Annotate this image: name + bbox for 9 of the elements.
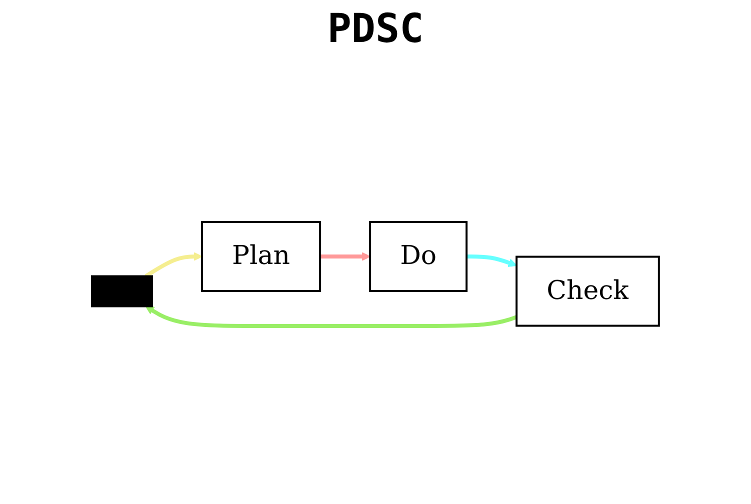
node-box: Do bbox=[369, 221, 468, 292]
arrow bbox=[145, 306, 518, 328]
arrow bbox=[144, 252, 202, 278]
diagram-title: PDSC bbox=[326, 6, 425, 52]
node-box bbox=[91, 275, 154, 308]
arrow bbox=[466, 254, 517, 267]
node-box: Check bbox=[516, 256, 660, 327]
arrow bbox=[320, 252, 370, 261]
node-box: Plan bbox=[201, 221, 322, 292]
